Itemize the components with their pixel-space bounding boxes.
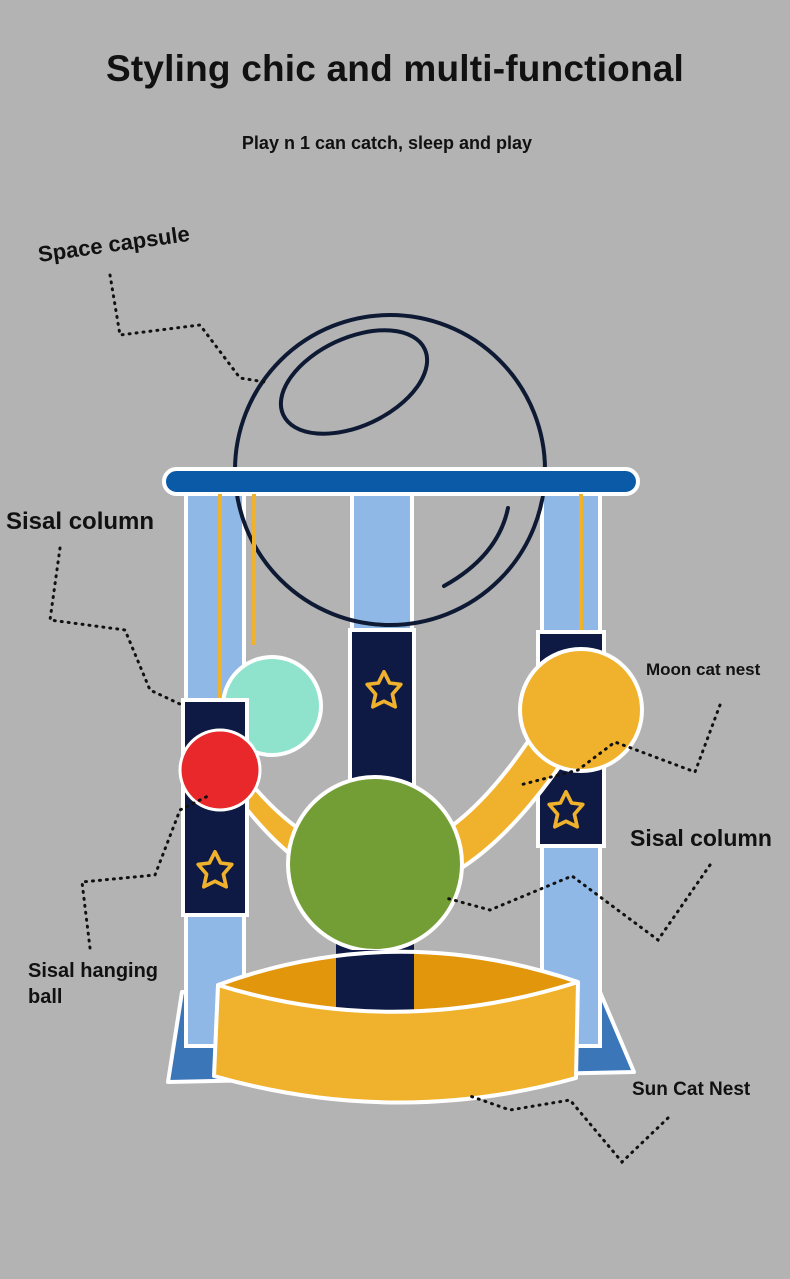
leader-space-capsule [108, 273, 267, 384]
label-sisal-column-right: Sisal column [630, 825, 772, 851]
sun-cat-nest-rim [217, 949, 579, 987]
leader-moon [518, 703, 722, 787]
sun-cat-nest [212, 980, 580, 1105]
label-sun-cat-nest: Sun Cat Nest [632, 1079, 751, 1100]
sisal-hanging-ball [178, 728, 262, 812]
leader-sun [468, 1094, 670, 1165]
star-icon [547, 789, 585, 829]
label-sisal-hanging-ball: Sisal hanging ball [28, 960, 159, 1008]
leader-sisal-left [48, 546, 184, 707]
page-title: Styling chic and multi-functional [105, 48, 685, 89]
sisal-wrap-center [348, 628, 416, 792]
space-capsule-glint [442, 506, 510, 588]
leader-sisal-right [444, 863, 712, 943]
star-icon [365, 669, 403, 709]
page-subtitle: Play n 1 can catch, sleep and play [241, 133, 533, 153]
label-moon-cat-nest: Moon cat nest [646, 660, 761, 679]
moon-cat-nest [518, 647, 644, 773]
top-bar [162, 467, 640, 496]
space-capsule-highlight [278, 328, 430, 436]
green-cat-nest [286, 775, 464, 953]
label-sisal-column-left: Sisal column [6, 508, 155, 535]
star-icon [196, 849, 234, 889]
leader-hanging-ball [80, 793, 212, 950]
